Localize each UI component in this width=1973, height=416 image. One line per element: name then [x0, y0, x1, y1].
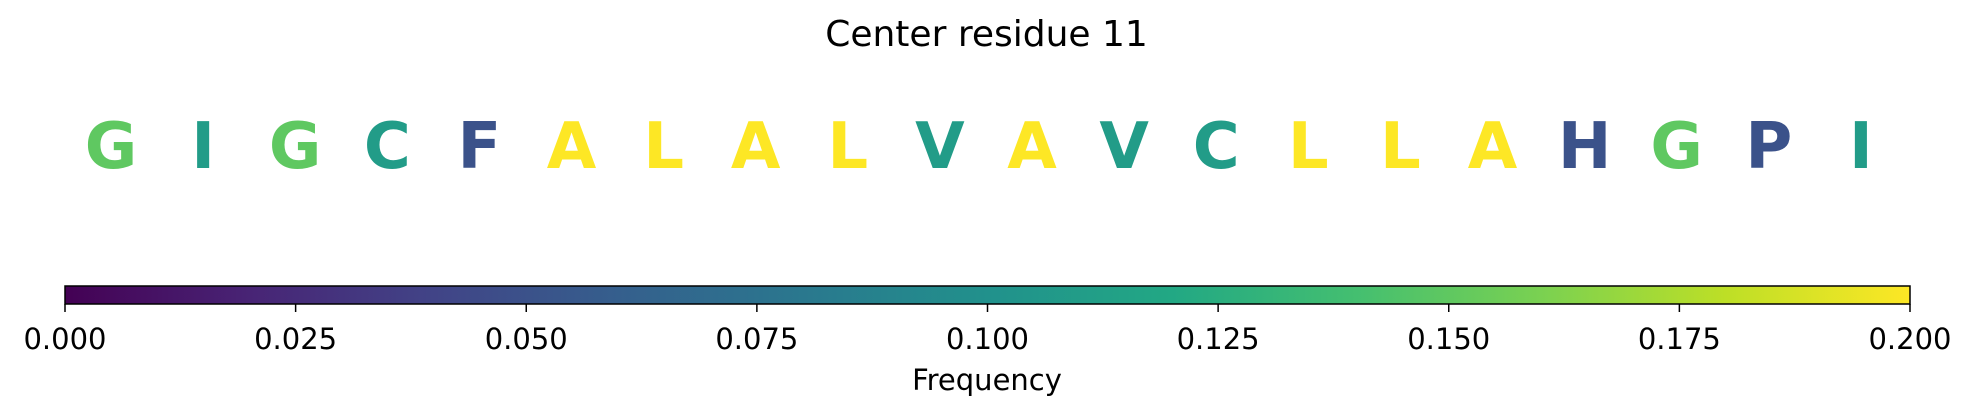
colorbar-tick-label: 0.100: [946, 322, 1029, 356]
colorbar-tick-label: 0.025: [254, 322, 337, 356]
colorbar-ticks: 0.000 0.025 0.050 0.075 0.100 0.125 0.150 0.175…: [23, 304, 1952, 356]
colorbar-tick-label: 0.050: [485, 322, 568, 356]
residue-letter: G: [269, 110, 322, 184]
residue-letter: P: [1745, 110, 1792, 184]
colorbar-tick-label: 0.150: [1407, 322, 1490, 356]
colorbar-tick-label: 0.175: [1638, 322, 1721, 356]
colorbar: [64, 285, 1911, 305]
residue-letter: H: [1558, 110, 1612, 184]
residue-letter: L: [1288, 110, 1329, 184]
colorbar-tick-label: 0.125: [1177, 322, 1260, 356]
colorbar-label: Frequency: [912, 363, 1062, 397]
residue-letter: L: [1380, 110, 1421, 184]
colorbar-tick-label: 0.200: [1868, 322, 1951, 356]
residue-letter: A: [1468, 110, 1518, 184]
residue-letter: I: [191, 110, 215, 184]
residue-letter: V: [915, 110, 965, 184]
residue-letter: L: [643, 110, 684, 184]
residue-letter: G: [1650, 110, 1703, 184]
colorbar-tick-label: 0.000: [23, 322, 106, 356]
residue-letter: I: [1849, 110, 1873, 184]
residue-letter: V: [1099, 110, 1149, 184]
residue-letter: A: [731, 110, 781, 184]
residue-letter: A: [1007, 110, 1057, 184]
colorbar-tick-label: 0.075: [715, 322, 798, 356]
residue-letter: C: [1193, 110, 1240, 184]
residue-letter: L: [827, 110, 868, 184]
residue-letter: C: [364, 110, 411, 184]
residue-letter: A: [547, 110, 597, 184]
residue-letter: G: [85, 110, 138, 184]
chart-title: Center residue 11: [825, 14, 1148, 55]
residue-letter: F: [458, 110, 502, 184]
